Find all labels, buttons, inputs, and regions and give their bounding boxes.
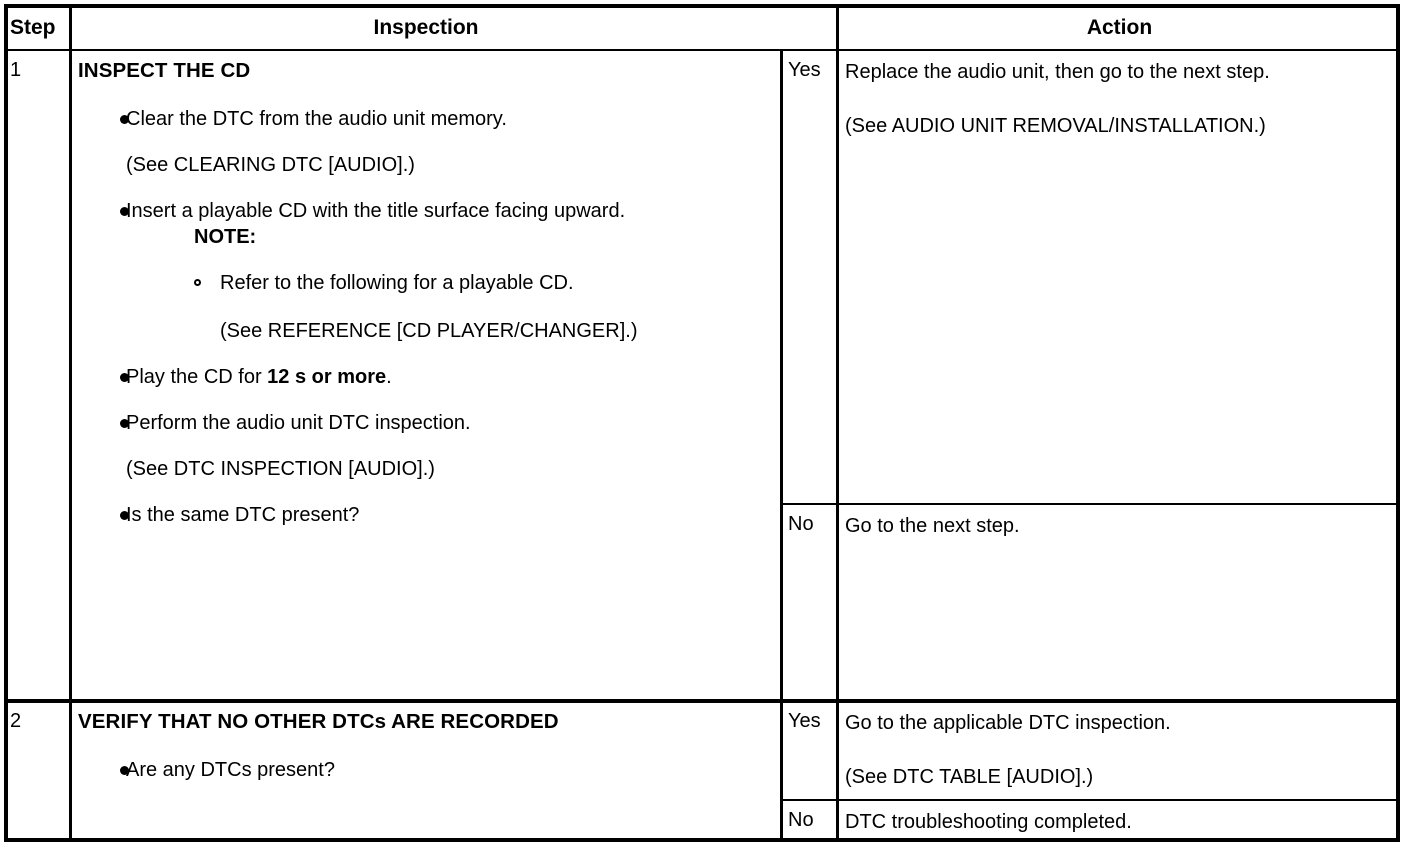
column-divider-action [836,4,839,842]
bullet-text-before: Play the CD for [126,366,268,388]
inspection-title-1: INSPECT THE CD [78,59,251,82]
bullet-text: Clear the DTC from the audio unit memory… [126,108,507,130]
list-item: Perform the audio unit DTC inspection. (… [78,410,776,482]
step-row-divider [4,699,1400,703]
bullet-filled-icon [120,207,129,216]
list-item: Refer to the following for a playable CD… [194,270,776,344]
bullet-filled-icon [120,115,129,124]
action-reference: (See DTC TABLE [AUDIO].) [845,766,1094,788]
header-step: Step [10,16,56,39]
sub-bullet-reference: (See REFERENCE [CD PLAYER/CHANGER].) [220,320,638,342]
sub-bullet-text: Refer to the following for a playable CD… [220,272,574,294]
note-sub-list: Refer to the following for a playable CD… [126,270,776,344]
header-row-divider [4,49,1400,51]
inspection-bullet-list-1: Clear the DTC from the audio unit memory… [78,106,776,528]
step-number-2: 2 [10,710,22,732]
table-outer-border [4,4,1400,842]
bullet-text: Perform the audio unit DTC inspection. [126,412,471,434]
bullet-filled-icon [120,511,129,520]
bullet-text: Are any DTCs present? [126,759,335,781]
bullet-reference: (See DTC INSPECTION [AUDIO].) [126,458,435,480]
bullet-reference: (See CLEARING DTC [AUDIO].) [126,154,415,176]
list-item: Are any DTCs present? [78,757,776,783]
list-item: Clear the DTC from the audio unit memory… [78,106,776,178]
answer-divider-step1 [780,503,1400,505]
action-reference: (See AUDIO UNIT REMOVAL/INSTALLATION.) [845,115,1266,137]
step-number-1: 1 [10,59,22,81]
bullet-filled-icon [120,766,129,775]
column-divider-step [69,4,72,842]
action-cell-no-1: Go to the next step. [845,513,1397,539]
bullet-filled-icon [120,419,129,428]
bullet-text: Is the same DTC present? [126,504,360,526]
column-divider-yesno [780,50,783,842]
inspection-cell-2: VERIFY THAT NO OTHER DTCs ARE RECORDED A… [78,709,776,783]
bullet-text-emphasis: 12 s or more [267,366,387,388]
list-item: Insert a playable CD with the title surf… [78,198,776,344]
header-action: Action [1086,16,1153,39]
answer-label-no-2: No [788,809,814,831]
bullet-filled-icon [120,373,129,382]
action-line: Replace the audio unit, then go to the n… [845,61,1270,83]
answer-label-yes-1: Yes [788,59,821,81]
answer-divider-step2 [780,799,1400,801]
bullet-text: Insert a playable CD with the title surf… [126,200,626,222]
action-line: Go to the applicable DTC inspection. [845,712,1171,734]
header-inspection: Inspection [373,16,479,39]
action-line: Go to the next step. [845,515,1020,537]
bullet-text-after: . [386,366,392,388]
bullet-hollow-icon [194,279,201,286]
action-cell-no-2: DTC troubleshooting completed. [845,809,1397,835]
answer-label-no-1: No [788,513,814,535]
list-item: Play the CD for 12 s or more. [78,364,776,390]
action-cell-yes-1: Replace the audio unit, then go to the n… [845,59,1397,139]
action-line: DTC troubleshooting completed. [845,811,1132,833]
inspection-cell-1: INSPECT THE CD Clear the DTC from the au… [78,58,776,528]
answer-label-yes-2: Yes [788,710,821,732]
list-item: Is the same DTC present? [78,502,776,528]
action-cell-yes-2: Go to the applicable DTC inspection. (Se… [845,710,1397,790]
inspection-title-2: VERIFY THAT NO OTHER DTCs ARE RECORDED [78,710,559,733]
inspection-bullet-list-2: Are any DTCs present? [78,757,776,783]
bullet-text: Play the CD for 12 s or more. [126,364,776,390]
note-label: NOTE: [194,226,257,248]
